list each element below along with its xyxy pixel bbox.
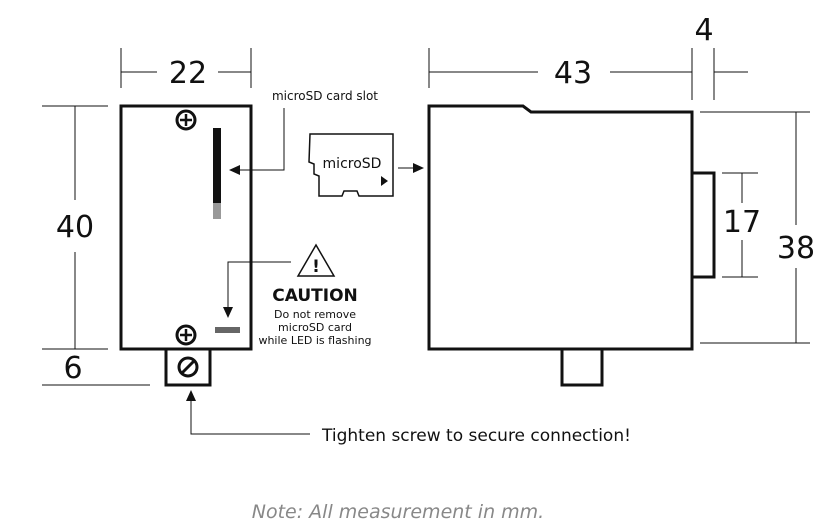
caution-line-3: while LED is flashing xyxy=(258,334,371,347)
dimension-front-width: 22 xyxy=(120,48,252,91)
card-slot-end xyxy=(213,203,221,219)
side-connector xyxy=(690,171,716,279)
caution-line-2: microSD card xyxy=(278,321,352,334)
dimension-side-depth: 43 xyxy=(428,48,693,100)
card-label: microSD xyxy=(323,156,382,172)
microsd-card: microSD xyxy=(308,133,424,197)
tighten-callout: Tighten screw to secure connection! xyxy=(186,390,631,446)
warning-mark: ! xyxy=(312,257,320,277)
card-slot xyxy=(213,128,221,203)
dimension-side-height: 38 xyxy=(700,111,815,344)
terminal-block xyxy=(164,347,212,387)
side-body xyxy=(427,104,694,351)
dimension-front-height: 40 xyxy=(42,105,108,350)
warning-triangle-icon: ! xyxy=(296,243,336,277)
side-view xyxy=(427,104,716,387)
front-body xyxy=(119,104,253,351)
dimension-terminal-height: 6 xyxy=(42,351,150,386)
connector-height-label: 17 xyxy=(723,205,761,240)
caution-block: ! CAUTION Do not remove microSD card whi… xyxy=(223,243,372,347)
caution-line-1: Do not remove xyxy=(274,308,356,321)
side-terminal xyxy=(560,347,604,387)
side-height-label: 38 xyxy=(777,231,815,266)
side-depth-label: 43 xyxy=(554,56,592,91)
led-indicator xyxy=(215,327,240,333)
caution-title: CAUTION xyxy=(272,286,358,306)
slot-label: microSD card slot xyxy=(272,89,378,103)
dimension-connector-height: 17 xyxy=(722,172,761,278)
front-height-label: 40 xyxy=(56,210,94,245)
tighten-text: Tighten screw to secure connection! xyxy=(321,426,631,446)
bottom-screw-icon xyxy=(175,324,197,346)
terminal-screw-icon xyxy=(177,356,199,378)
front-width-label: 22 xyxy=(169,56,207,91)
front-view xyxy=(119,104,253,387)
measurement-note: Note: All measurement in mm. xyxy=(252,501,544,523)
card-arrow-icon xyxy=(381,176,388,186)
side-terminal-label: 4 xyxy=(694,13,713,48)
top-screw-icon xyxy=(175,109,197,131)
terminal-height-label: 6 xyxy=(63,351,82,386)
slot-callout: microSD card slot xyxy=(229,89,378,175)
dimension-side-terminal: 4 xyxy=(694,13,748,100)
